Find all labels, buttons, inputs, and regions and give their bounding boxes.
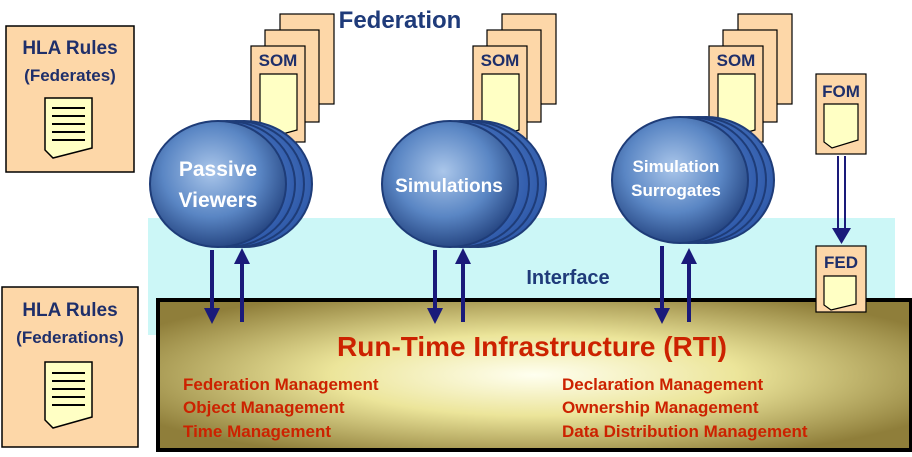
hla-rules-federations-title: HLA Rules	[22, 300, 117, 321]
rti-service-federation-management: Federation Management	[183, 375, 379, 394]
document-icon	[44, 97, 93, 159]
arrowhead-icon	[681, 248, 697, 264]
federate-name: Viewers	[178, 189, 257, 212]
rti-service-object-management: Object Management	[183, 398, 345, 417]
arrowhead-icon	[455, 248, 471, 264]
document-icon	[823, 103, 859, 149]
hla-rules-federates-subtitle: (Federates)	[24, 66, 116, 85]
arrowhead-icon	[654, 308, 670, 324]
som-label: SOM	[259, 51, 298, 70]
interface-label: Interface	[526, 267, 609, 289]
document-icon	[823, 275, 857, 311]
rti-service-ownership-management: Ownership Management	[562, 398, 759, 417]
arrows-passive-viewers	[204, 248, 250, 324]
federate-name: Surrogates	[631, 181, 721, 200]
som-label: SOM	[717, 51, 756, 70]
arrowhead-icon	[204, 308, 220, 324]
hla-rules-federations-box: HLA Rules (Federations)	[1, 286, 139, 448]
fed-label: FED	[824, 253, 858, 272]
federate-name: Simulation	[633, 157, 720, 176]
arrowhead-icon	[832, 228, 851, 244]
fom-document: FOM	[815, 73, 867, 155]
arrowhead-icon	[427, 308, 443, 324]
arrows-simulation-surrogates	[654, 246, 697, 324]
rti-title: Run-Time Infrastructure (RTI)	[337, 331, 727, 362]
hla-rules-federations-subtitle: (Federations)	[16, 328, 124, 347]
rti-service-data-distribution-management: Data Distribution Management	[562, 422, 808, 441]
som-label: SOM	[481, 51, 520, 70]
federate-name: Passive	[179, 158, 257, 181]
arrows-simulations	[427, 248, 471, 324]
fom-label: FOM	[822, 82, 860, 101]
rti-service-declaration-management: Declaration Management	[562, 375, 764, 394]
federate-simulations: Simulations	[381, 120, 547, 248]
arrowhead-icon	[234, 248, 250, 264]
diagram-title: Federation	[339, 7, 462, 34]
hla-rules-federates-box: HLA Rules (Federates)	[5, 25, 135, 173]
federate-name: Simulations	[395, 176, 503, 197]
rti-service-time-management: Time Management	[183, 422, 331, 441]
federate-passive-viewers: Passive Viewers	[149, 120, 313, 248]
hla-rules-federates-title: HLA Rules	[22, 38, 117, 59]
federate-simulation-surrogates: Simulation Surrogates	[611, 116, 775, 244]
fed-document: FED	[815, 245, 867, 313]
document-icon	[44, 361, 93, 429]
rti-box	[156, 298, 912, 452]
